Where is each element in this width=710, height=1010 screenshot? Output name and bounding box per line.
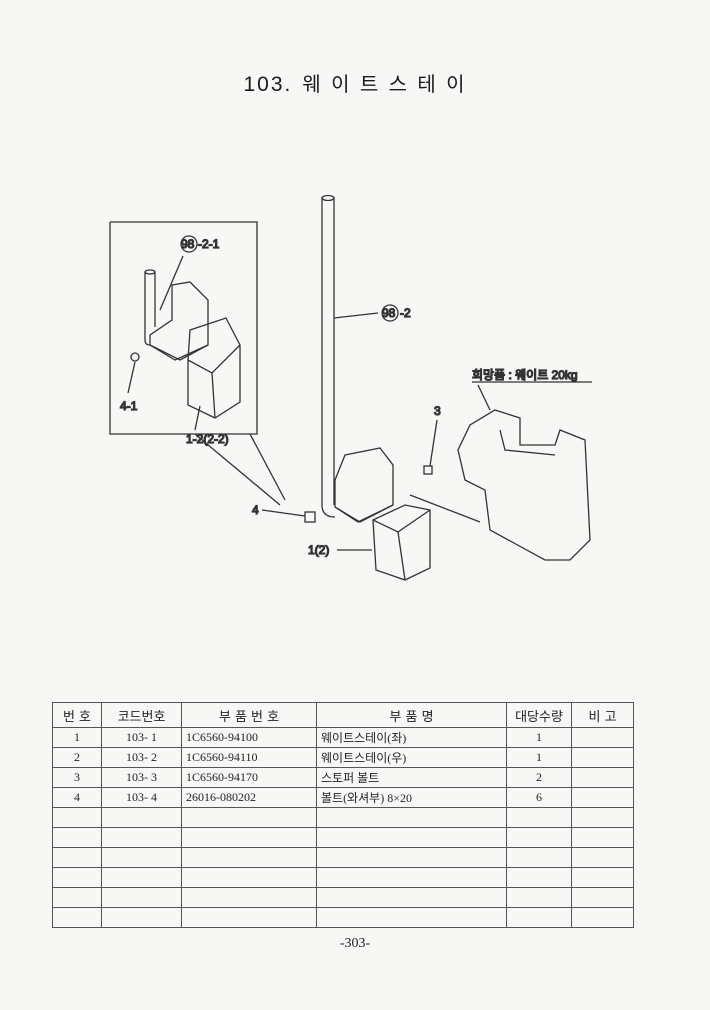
page-title: 103.웨 이 트 스 테 이	[243, 72, 467, 96]
exploded-parts-diagram: 98 -2-1 4-1 1-2(2-2) 98 -2 4 3 1(2) 희망품 …	[109, 194, 592, 581]
table-cell: 4	[52, 787, 102, 808]
table-cell: 2	[52, 747, 102, 768]
svg-text:4: 4	[252, 503, 259, 517]
svg-text:1(2): 1(2)	[308, 543, 329, 557]
table-cell	[571, 787, 634, 808]
weight-20kg	[409, 409, 591, 561]
empty-table-row	[52, 887, 634, 908]
empty-table-row	[52, 827, 634, 848]
svg-text:4-1: 4-1	[120, 399, 138, 413]
table-cell: 1	[506, 727, 572, 748]
table-cell: 1C6560-94100	[181, 727, 317, 748]
bolt	[304, 511, 316, 523]
svg-text:98: 98	[181, 237, 195, 251]
inset-frame	[109, 221, 258, 435]
table-header-row: 번 호 코드번호 부 품 번 호 부 품 명 대당수량 비 고	[52, 702, 634, 728]
table-cell: 103- 4	[101, 787, 182, 808]
table-cell	[571, 727, 634, 748]
empty-table-row	[52, 907, 634, 928]
svg-text:-2-1: -2-1	[198, 237, 220, 251]
svg-text:98: 98	[382, 306, 396, 320]
table-cell	[571, 747, 634, 768]
svg-text:3: 3	[434, 404, 441, 418]
table-cell: 1	[506, 747, 572, 768]
table-cell: 1	[52, 727, 102, 748]
empty-table-row	[52, 847, 634, 868]
table-cell: 2	[506, 767, 572, 788]
table-cell: 103- 2	[101, 747, 182, 768]
stopper-bolt	[423, 465, 433, 475]
svg-text:1-2(2-2): 1-2(2-2)	[186, 432, 229, 446]
svg-text:-2: -2	[400, 306, 411, 320]
table-cell: 1C6560-94110	[181, 747, 317, 768]
inset-stay-bracket	[144, 269, 241, 419]
table-cell: 6	[506, 787, 572, 808]
page-number: -303-	[339, 936, 371, 951]
table-cell: 볼트(와셔부) 8×20	[316, 787, 507, 808]
table-cell	[571, 767, 634, 788]
table-cell: 103- 3	[101, 767, 182, 788]
table-cell: 웨이트스테이(좌)	[316, 727, 507, 748]
table-cell: 26016-080202	[181, 787, 317, 808]
svg-text:희망품 : 웨이트 20kg: 희망품 : 웨이트 20kg	[472, 368, 578, 382]
table-cell: 웨이트스테이(우)	[316, 747, 507, 768]
table-cell: 1C6560-94170	[181, 767, 317, 788]
table-cell: 스토퍼 볼트	[316, 767, 507, 788]
table-cell: 3	[52, 767, 102, 788]
table-cell: 103- 1	[101, 727, 182, 748]
empty-table-row	[52, 807, 634, 828]
inset-nut	[130, 352, 140, 362]
weight-stay-pole	[321, 194, 431, 581]
empty-table-row	[52, 867, 634, 888]
